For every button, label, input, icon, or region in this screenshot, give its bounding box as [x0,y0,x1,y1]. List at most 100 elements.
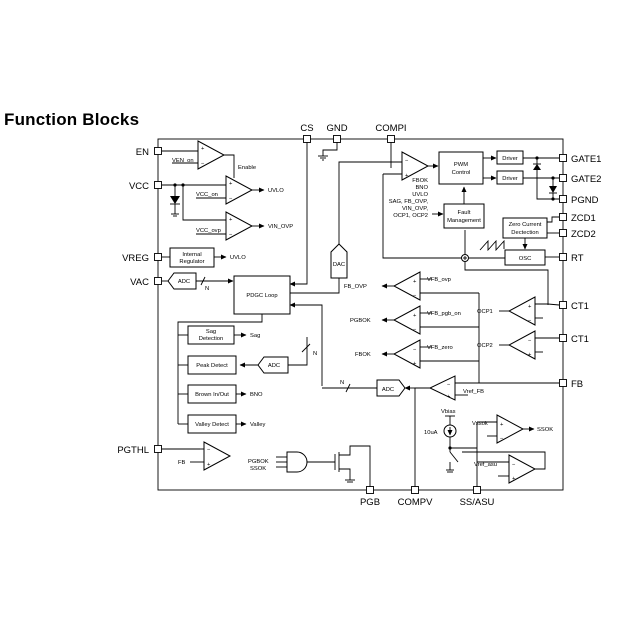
svg-text:+: + [413,279,417,285]
gnd-symbol [318,142,338,161]
svg-text:Valley Detect: Valley Detect [195,422,229,428]
svg-text:Peak Detect: Peak Detect [196,363,228,369]
pdgc-loop-block: PDGC Loop [177,142,340,424]
svg-text:−: − [229,232,233,238]
vcc-on-label: VCC_on [196,192,218,198]
svg-text:−: − [413,293,417,299]
driver-top: Driver [496,150,559,165]
en-pin [154,147,162,155]
fb-zero-comparator: − + VFB_zero FBOK [355,339,479,369]
svg-text:Detection: Detection [199,336,224,342]
uvlo-out-label: UVLO [268,188,284,194]
peak-n-label: N [313,351,317,357]
pgb-and-gate: PGBOK SSOK [248,445,371,487]
svg-text:FBOK: FBOK [412,178,428,184]
svg-text:+: + [413,361,417,367]
svg-text:DAC: DAC [333,262,345,268]
svg-text:PDGC Loop: PDGC Loop [246,293,277,299]
ocp1-comparator: + − OCP1 [477,296,560,326]
bottom-pins: PGB COMPV SS/ASU [360,486,495,508]
svg-text:−: − [201,161,205,167]
svg-text:ADC: ADC [178,279,190,285]
fbok-label: FBOK [355,352,371,358]
gnd-pin [333,135,341,143]
vac-pin [154,277,162,285]
zero-current-detection-block: Zero Current Dectection [502,216,559,250]
enable-comparator: + − VEN_on Enable [162,140,256,178]
pgbok-label: PGBOK [350,318,371,324]
cs-label: CS [300,123,313,134]
vssok-label: Vssok [472,421,488,427]
vcc-ovp-label: VCC_ovp [196,228,221,234]
ct1-bottom-pin [559,334,567,342]
fb-error-amp: − + Vref_FB ADC N [322,375,559,487]
gate2-label: GATE2 [571,174,601,185]
peak-detect-block: Peak Detect ADC N [178,337,317,375]
svg-text:BNO: BNO [415,185,428,191]
pgthl-pin [154,445,162,453]
pgthl-label: PGTHL [117,445,149,456]
svg-text:Dectection: Dectection [511,230,538,236]
svg-text:+: + [201,146,205,152]
valley-detect-block: Valley Detect Valley [178,414,265,434]
soft-start-section: Vbias 10uA + − Vssok SSOK − + Vref_asu [424,409,553,487]
compi-label: COMPI [375,123,406,134]
svg-text:−: − [512,462,516,468]
svg-text:UVLO: UVLO [412,192,428,198]
vreg-pin [154,253,162,261]
svg-text:Control: Control [452,170,471,176]
svg-text:−: − [447,382,451,388]
gnd-label: GND [326,123,347,134]
zcd2-pin [559,229,567,237]
zcd1-pin [559,213,567,221]
svg-text:−: − [528,318,532,324]
svg-text:−: − [528,338,532,344]
fault-management-block: Fault Management FBOK BNO UVLO SAG, FB_O… [389,178,485,229]
svg-text:ADC: ADC [268,363,280,369]
ss-asu-label: SS/ASU [460,497,495,508]
svg-text:Sag: Sag [206,329,216,335]
fb-label: FB [571,379,583,390]
pgthl-comparator: − + FB [162,441,232,471]
page-title: Function Blocks [4,110,140,129]
valley-label: Valley [250,422,265,428]
svg-text:Management: Management [447,218,481,224]
vcc-label: VCC [129,181,149,192]
rt-label: RT [571,253,584,264]
vref-asu-label: Vref_asu [474,462,497,468]
vfb-ovp-label: VFB_ovp [427,277,451,283]
sag-label: Sag [250,333,260,339]
bno-label: BNO [250,392,263,398]
svg-text:+: + [405,173,409,179]
svg-text:Brown In/Out: Brown In/Out [195,392,229,398]
gate1-pin [559,154,567,162]
svg-text:Driver: Driver [502,176,518,182]
ven-on-label: VEN_on [172,158,194,164]
svg-text:−: − [207,447,211,453]
vin-ovp-label: VIN_OVP [268,224,293,230]
uvlo-reg-label: UVLO [230,255,246,261]
svg-text:+: + [207,462,211,468]
svg-text:+: + [500,422,504,428]
ocp1-label: OCP1 [477,309,493,315]
pgnd-label: PGND [571,195,599,206]
svg-text:Fault: Fault [458,210,471,216]
uvlo-comparator: + − VCC_on UVLO [196,175,284,205]
svg-text:VIN_OVP,: VIN_OVP, [402,206,428,212]
svg-text:Regulator: Regulator [179,259,204,265]
vac-n-label: N [205,286,209,292]
ssok-in-label: SSOK [250,466,266,472]
vac-adc: ADC N [162,272,234,292]
svg-text:SAG, FB_OVP,: SAG, FB_OVP, [389,199,429,205]
vcc-network [162,183,226,221]
compv-pin [411,486,419,494]
left-pins: EN VCC VREG VAC PGTHL [117,147,162,456]
fb-ovp-label: FB_OVP [344,284,367,290]
compv-label: COMPV [398,497,434,508]
svg-text:Zero Current: Zero Current [509,222,542,228]
zcd1-label: ZCD1 [571,213,596,224]
gate1-label: GATE1 [571,154,601,165]
fb-n-label: N [340,380,344,386]
vac-label: VAC [130,277,149,288]
pgb-on-comparator: + − VFB_pgb_on PGBOK [350,305,479,335]
